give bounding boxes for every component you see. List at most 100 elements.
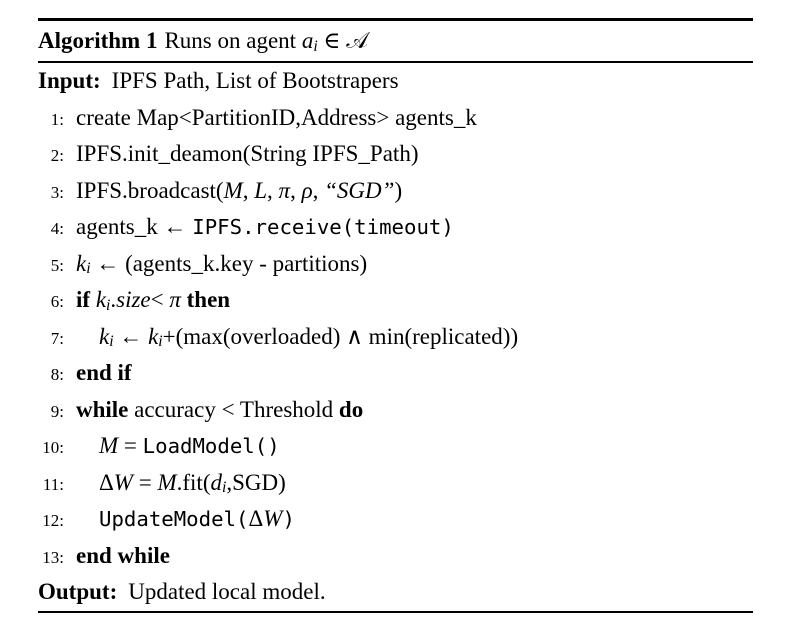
text-segment: k	[95, 287, 107, 312]
line-statement: while accuracy < Threshold do	[76, 392, 753, 429]
text-segment: M	[223, 177, 243, 203]
text-segment: Runs on agent	[164, 28, 302, 53]
line-statement: ki ← ki+(max(overloaded) ∧ min(replicate…	[76, 319, 753, 359]
text-segment: L	[254, 177, 268, 203]
algorithm-label: Algorithm 1	[38, 28, 158, 53]
text-segment: agents_k ←	[76, 214, 193, 239]
text-segment: LoadModel()	[142, 434, 280, 458]
output-row: Output: Updated local model.	[38, 574, 753, 611]
text-segment: size	[116, 287, 151, 312]
text-segment: 𝒜	[346, 28, 368, 54]
text-segment: π	[169, 287, 187, 312]
text-segment: i	[221, 479, 227, 497]
text-segment: k	[148, 323, 159, 349]
text-segment: i	[158, 333, 163, 351]
algorithm-line: 12: UpdateModel(ΔW)	[38, 501, 753, 538]
line-statement: M = LoadModel()	[76, 428, 753, 465]
input-label: Input:	[38, 68, 101, 93]
text-segment: do	[338, 396, 364, 422]
input-row: Input: IPFS Path, List of Bootstrapers	[38, 63, 753, 100]
line-statement: IPFS.init_deamon(String IPFS_Path)	[76, 136, 753, 173]
line-statement: UpdateModel(ΔW)	[76, 501, 753, 538]
line-number: 13:	[42, 547, 64, 567]
text-segment: Δ	[99, 469, 114, 495]
text-segment: ← (agents_k.key - partitions)	[90, 250, 368, 276]
text-segment: if	[76, 287, 96, 312]
text-segment: ,	[242, 177, 255, 203]
line-number: 10:	[42, 438, 64, 457]
text-segment: while	[76, 396, 135, 422]
output-label: Output:	[38, 579, 118, 604]
line-number: 7:	[50, 328, 64, 348]
algorithm-line: 8: end if	[38, 355, 753, 392]
algorithm-line: 11: ΔW = M.fit(di,SGD)	[38, 465, 753, 502]
line-statement: end while	[76, 538, 753, 575]
text-segment: ←	[113, 323, 149, 349]
algorithm-line: 7: ki ← ki+(max(overloaded) ∧ min(replica…	[38, 319, 753, 356]
text-segment: W	[263, 506, 283, 531]
line-number: 4:	[50, 219, 64, 238]
text-segment: .	[110, 287, 117, 312]
text-segment: .fit(	[176, 469, 211, 495]
text-segment: accuracy < Threshold	[134, 396, 339, 422]
text-segment: then	[186, 287, 231, 312]
algorithm-line: 2: IPFS.init_deamon(String IPFS_Path)	[38, 136, 753, 173]
line-statement: IPFS.broadcast(M, L, π, ρ, “SGD”)	[76, 173, 753, 210]
text-segment: ,SGD)	[226, 469, 286, 495]
text-segment: ,	[290, 177, 302, 203]
text-segment: k	[76, 250, 87, 276]
text-segment: UpdateModel(	[99, 507, 249, 531]
text-segment: )	[282, 507, 295, 531]
line-number: 1:	[50, 109, 64, 129]
text-segment: IPFS.broadcast(	[76, 177, 224, 203]
line-number: 2:	[50, 146, 64, 165]
text-segment: i	[86, 260, 91, 278]
text-segment: i	[109, 333, 114, 351]
algorithm-line: 4: agents_k ← IPFS.receive(timeout)	[38, 209, 753, 246]
line-statement: create Map<PartitionID,Address> agents_k	[76, 100, 753, 137]
algorithm-line: 10: M = LoadModel()	[38, 428, 753, 465]
line-statement: ki ← (agents_k.key - partitions)	[76, 246, 753, 286]
text-segment: =	[118, 433, 143, 458]
algorithm-line: 5: ki ← (agents_k.key - partitions)	[38, 246, 753, 283]
text-segment: ρ	[301, 177, 313, 203]
algorithm-line: 9: while accuracy < Threshold do	[38, 392, 753, 429]
line-number: 6:	[50, 292, 64, 311]
text-segment: )	[394, 177, 403, 203]
text-segment: ∈	[317, 28, 347, 53]
algorithm-title: Runs on agent ai ∈ 𝒜	[164, 28, 368, 55]
text-segment: k	[99, 323, 110, 349]
text-segment: a	[301, 28, 314, 53]
line-number: 9:	[50, 401, 64, 421]
input-text: IPFS Path, List of Bootstrapers	[111, 68, 399, 93]
text-segment: i	[313, 37, 318, 55]
bottom-rule	[38, 610, 753, 613]
text-segment: M	[99, 433, 119, 458]
text-segment: create Map<PartitionID,Address> agents_k	[76, 104, 477, 130]
text-segment: end if	[76, 360, 132, 385]
text-segment: <	[150, 287, 170, 312]
output-text: Updated local model.	[128, 579, 326, 604]
text-segment: end while	[76, 542, 170, 568]
text-segment: i	[106, 296, 111, 314]
text-segment: IPFS.init_deamon(String IPFS_Path)	[76, 141, 419, 166]
text-segment: =	[132, 469, 158, 495]
line-number: 5:	[50, 255, 64, 275]
algorithm-line: 13: end while	[38, 538, 753, 575]
text-segment: ,	[267, 177, 279, 203]
text-segment: Δ	[248, 506, 264, 531]
line-number: 11:	[42, 474, 64, 494]
text-segment: W	[113, 469, 133, 495]
text-segment: M	[157, 469, 177, 495]
text-segment: d	[210, 469, 222, 495]
line-number: 3:	[50, 182, 64, 202]
top-rule	[38, 18, 753, 21]
line-statement: agents_k ← IPFS.receive(timeout)	[76, 209, 753, 246]
line-number: 8:	[50, 365, 64, 384]
text-segment: IPFS.receive(timeout)	[192, 215, 454, 239]
line-number: 12:	[42, 511, 64, 530]
algorithm-line: 1: create Map<PartitionID,Address> agents…	[38, 100, 753, 137]
